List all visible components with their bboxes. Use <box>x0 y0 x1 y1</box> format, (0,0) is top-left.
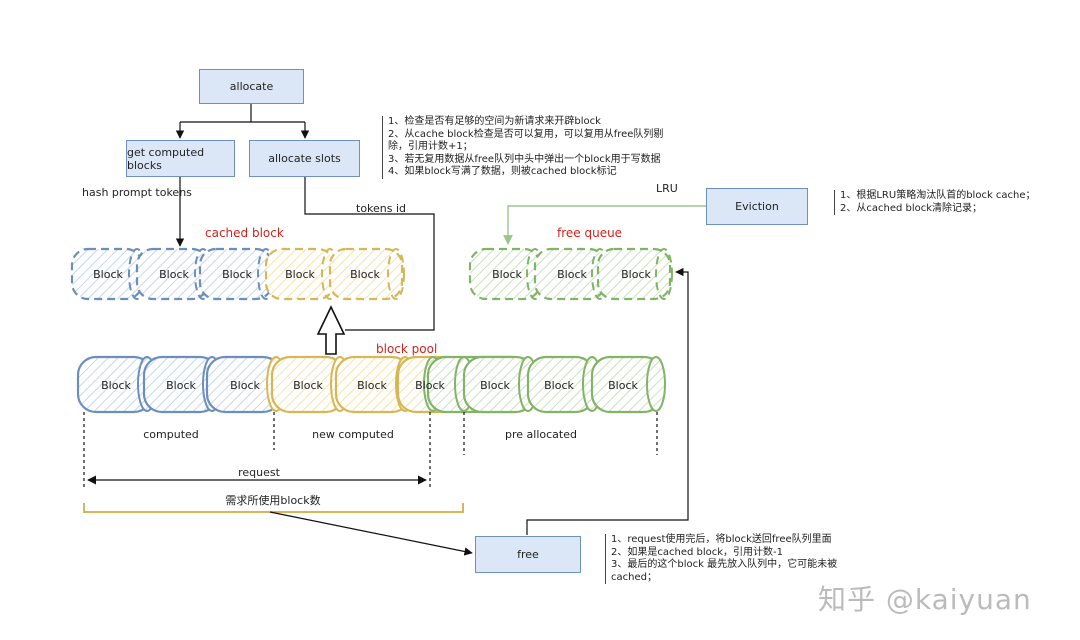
cached-block-title: cached block <box>205 226 284 240</box>
free-queue-block-3 <box>596 247 673 301</box>
block-label: Block <box>101 379 131 392</box>
block-label: Block <box>166 379 196 392</box>
pool-to-cache-arrow <box>316 305 346 355</box>
request-blocks-label: 需求所使用block数 <box>225 494 321 507</box>
block-label: Block <box>285 268 315 281</box>
block-label: Block <box>222 268 252 281</box>
allocate-slots-box[interactable]: allocate slots <box>249 140 360 177</box>
block-label: Block <box>621 268 651 281</box>
eviction-note: 1、根据LRU策略淘汰队首的block cache； 2、从cached blo… <box>834 190 1036 215</box>
note-line: 3、若无复用数据从free队列中头中弹出一个block用于写数据 <box>388 153 661 165</box>
block-label: Block <box>608 379 638 392</box>
block-label: Block <box>480 379 510 392</box>
hash-prompt-tokens-label: hash prompt tokens <box>82 186 192 199</box>
note-line: 2、从cached block清除记录； <box>840 202 983 214</box>
block-label: Block <box>93 268 123 281</box>
block-label: Block <box>350 268 380 281</box>
block-pool-row <box>76 355 666 414</box>
block-label: Block <box>415 379 445 392</box>
note-line: 1、检查是否有足够的空间为新请求来开辟block <box>388 116 601 127</box>
allocate-slots-note: 1、检查是否有足够的空间为新请求来开辟block 2、从cache block检… <box>382 116 663 179</box>
note-line: 3、最后的这个block 最先放入队列中，它可能未被 <box>611 559 838 570</box>
cached-block-5 <box>328 247 405 301</box>
watermark: 知乎 @kaiyuan <box>818 583 1032 616</box>
pool-dividers <box>83 412 658 490</box>
note-line: 1、request使用完后，将block送回free队列里面 <box>611 534 832 545</box>
free-note: 1、request使用完后，将block送回free队列里面 2、如果是cach… <box>605 534 837 584</box>
note-line: 2、从cache block检查是否可以复用，可以复用从free队列剔 <box>388 128 664 140</box>
new-computed-label: new computed <box>312 428 394 441</box>
block-label: Block <box>230 379 260 392</box>
request-blocks-bracket <box>83 503 464 513</box>
eviction-to-queue-arrow <box>503 205 706 245</box>
note-line: 除，引用计数+1； <box>388 141 473 152</box>
note-line: 2、如果是cached block，引用计数-1 <box>611 546 784 558</box>
free-box[interactable]: free <box>475 536 581 573</box>
cached-block-row <box>70 247 405 301</box>
block-label: Block <box>357 379 387 392</box>
eviction-box[interactable]: Eviction <box>706 188 808 225</box>
note-line: cached； <box>611 571 657 583</box>
free-queue-row <box>468 247 673 301</box>
note-line: 4、如果block写满了数据，则被cached block标记 <box>388 166 617 177</box>
free-queue-block-1 <box>468 247 544 301</box>
lru-label: LRU <box>656 182 678 195</box>
block-label: Block <box>492 268 522 281</box>
request-label: request <box>238 466 280 479</box>
bracket-to-free-arrow <box>269 511 473 556</box>
block-label: Block <box>557 268 587 281</box>
free-queue-title: free queue <box>557 226 623 240</box>
tree-connectors <box>175 104 435 331</box>
note-line: 1、根据LRU策略淘汰队首的block cache； <box>840 190 1036 201</box>
block-label: Block <box>293 379 323 392</box>
block-label: Block <box>544 379 574 392</box>
allocate-box[interactable]: allocate <box>199 69 304 104</box>
get-computed-blocks-box[interactable]: get computed blocks <box>126 140 235 177</box>
block-label: Block <box>159 268 189 281</box>
free-to-queue-arrow <box>526 267 689 535</box>
block-pool-title: block pool <box>376 342 438 356</box>
computed-label: computed <box>143 428 199 441</box>
tokens-id-label: tokens id <box>356 202 407 215</box>
pre-allocated-label: pre allocated <box>505 428 577 441</box>
pool-block-10 <box>590 355 666 414</box>
